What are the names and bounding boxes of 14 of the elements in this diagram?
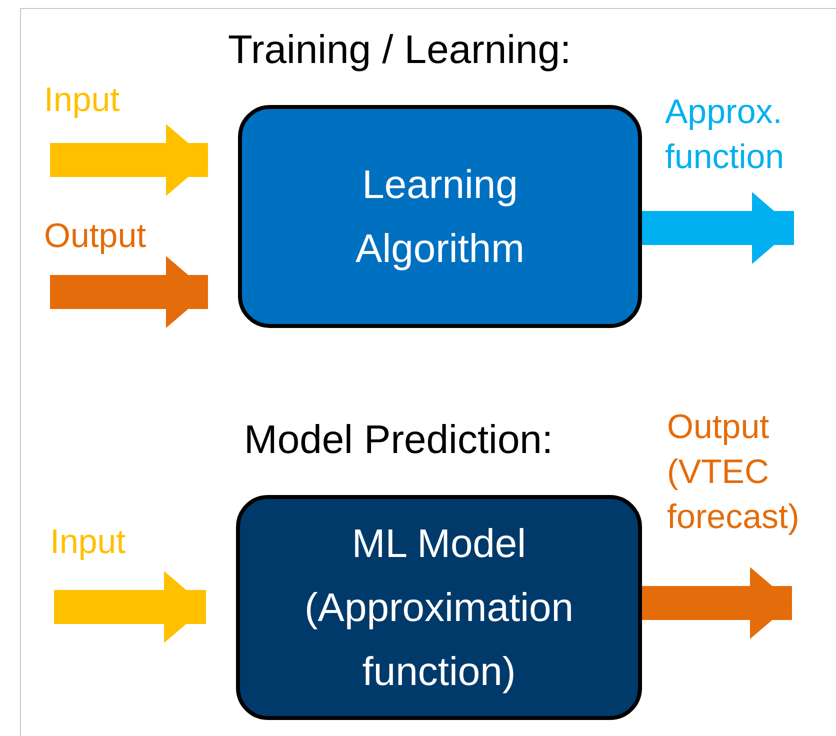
section-heading: Model Prediction: <box>244 418 554 463</box>
block-arrow <box>642 567 792 639</box>
section-heading: Training / Learning: <box>228 28 572 73</box>
edge-label: Input <box>44 80 121 121</box>
process-box: ML Model (Approximation function) <box>236 495 642 720</box>
edge-label: Output <box>44 216 148 257</box>
block-arrow <box>50 124 208 196</box>
block-arrow <box>642 192 794 264</box>
block-arrow <box>50 256 208 328</box>
process-box: Learning Algorithm <box>238 105 642 328</box>
block-arrow <box>54 571 206 643</box>
edge-label: Approx. function <box>665 92 786 178</box>
edge-label: Output (VTEC forecast) <box>667 407 800 538</box>
edge-label: Input <box>50 522 127 563</box>
